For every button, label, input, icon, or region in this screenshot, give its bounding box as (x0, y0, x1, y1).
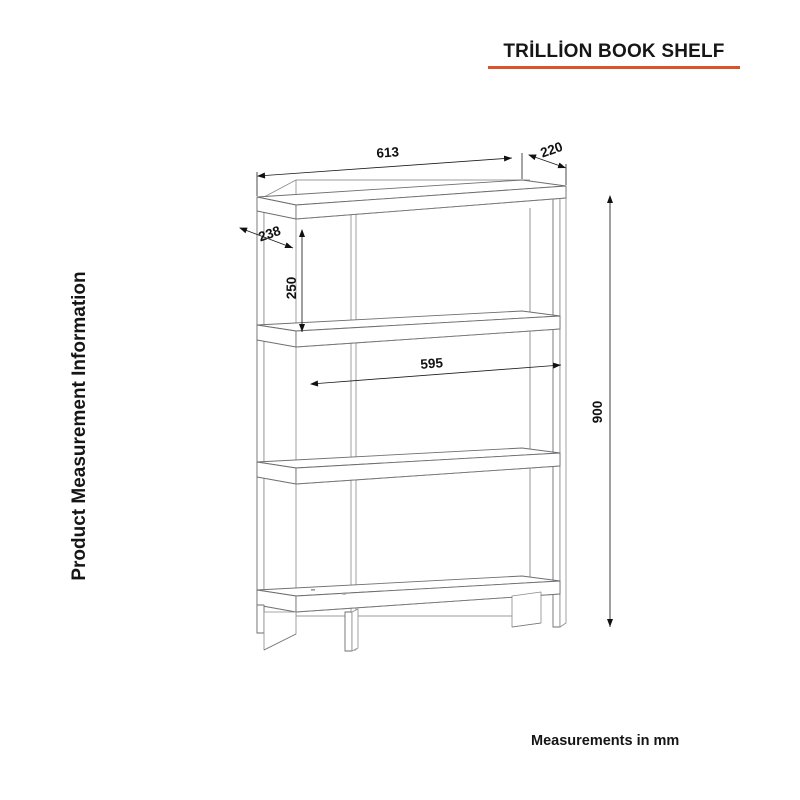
left-foot (256, 604, 297, 651)
dimension-label-613: 613 (376, 144, 400, 161)
dimension-label-238: 238 (256, 223, 283, 245)
title-block: TRİLLİON BOOK SHELF (488, 40, 740, 69)
fixing-hole-left (311, 589, 315, 591)
shelf-second (256, 310, 561, 348)
bookshelf-body (256, 179, 567, 652)
center-foot (344, 608, 359, 652)
dimension-shelf-gap-height: 250 (284, 229, 305, 332)
dimension-label-900: 900 (590, 401, 605, 424)
inner-cabinet-outline (296, 179, 530, 617)
page-title: TRİLLİON BOOK SHELF (503, 41, 725, 62)
measurement-unit-note: Measurements in mm (531, 733, 680, 749)
shelf-top (256, 179, 567, 220)
left-side-panel (256, 179, 297, 634)
dimension-overall-height: 900 (590, 195, 613, 627)
dimension-interior-width: 595 (310, 355, 562, 387)
shelf-third (256, 447, 561, 485)
fixing-hole-right (342, 593, 346, 595)
dimension-label-250: 250 (284, 277, 299, 300)
dimension-label-220: 220 (538, 139, 564, 161)
dimension-label-595: 595 (420, 355, 444, 372)
dimension-overall-depth: 220 (528, 139, 567, 185)
title-accent-underline (488, 66, 740, 69)
right-side-panel (529, 185, 567, 628)
right-foot (511, 591, 542, 628)
center-divider (350, 204, 357, 651)
dimension-overall-width: 613 (256, 144, 523, 196)
dimension-shelf-depth: 238 (239, 223, 294, 249)
